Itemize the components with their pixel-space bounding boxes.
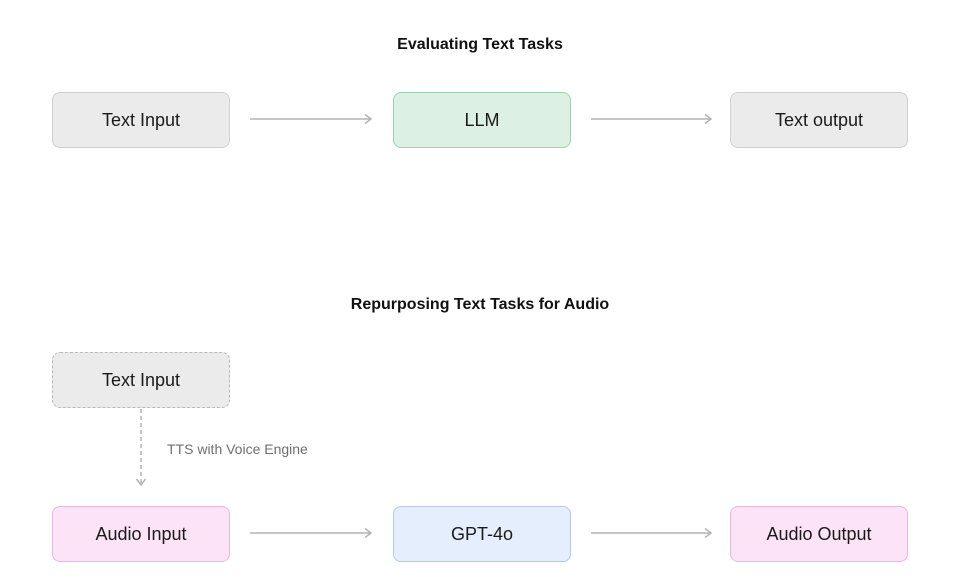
node-text-input: Text Input	[52, 92, 230, 148]
node-llm: LLM	[393, 92, 571, 148]
node-gpt4o: GPT-4o	[393, 506, 571, 562]
arrow-llm-to-text-output	[591, 113, 713, 125]
arrow-text-input-to-llm	[250, 113, 373, 125]
node-text-output: Text output	[730, 92, 908, 148]
edge-label-tts: TTS with Voice Engine	[167, 441, 308, 457]
arrow-gpt4o-to-audio-output	[591, 527, 713, 539]
section-title-evaluating: Evaluating Text Tasks	[397, 36, 563, 53]
arrow-audio-input-to-gpt4o	[250, 527, 373, 539]
arrow-text-input-to-audio-input	[135, 409, 147, 487]
section-title-repurposing: Repurposing Text Tasks for Audio	[350, 296, 610, 313]
node-text-input-dashed: Text Input	[52, 352, 230, 408]
node-audio-output: Audio Output	[730, 506, 908, 562]
node-audio-input: Audio Input	[52, 506, 230, 562]
